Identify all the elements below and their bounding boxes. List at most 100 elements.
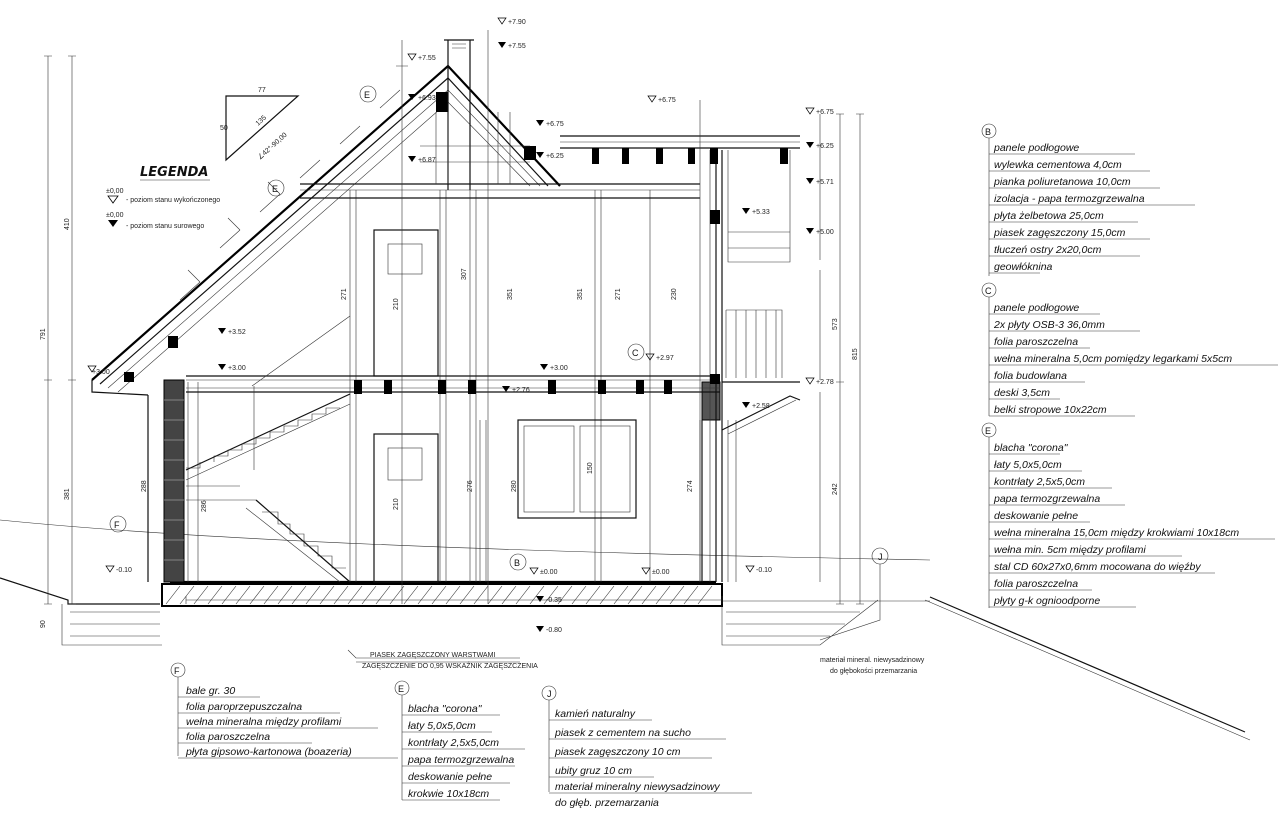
level-floor1: +3.00 <box>550 365 568 372</box>
dim-foundation: 90 <box>40 620 47 628</box>
level-zero-1: ±0.00 <box>540 569 558 576</box>
level-right-3: +5.71 <box>816 179 834 186</box>
level-zero-2: ±0.00 <box>652 569 670 576</box>
spec-c-row: 2x płyty OSB-3 36,0mm <box>993 319 1105 331</box>
dim-ground-3: 276 <box>467 480 474 492</box>
spec-e-bottom-rows: blacha "corona" łaty 5,0x5,0cm kontrłaty… <box>407 703 514 800</box>
marker-f: F <box>114 520 120 530</box>
spec-e-bottom-row: kontrłaty 2,5x5,0cm <box>408 737 499 749</box>
ground-notes: PIASEK ZAGĘSZCZONY WARSTWAMI ZAGĘSZCZENI… <box>347 649 925 675</box>
level-left-mid: +6.93 <box>418 95 436 102</box>
spec-e-row: papa termozgrzewalna <box>993 493 1100 505</box>
level-stair-2: +3.00 <box>228 365 246 372</box>
level-ridge-top: +7.90 <box>508 19 526 26</box>
dim-window-h: 150 <box>587 462 594 474</box>
spec-j-rows: kamień naturalny piasek z cementem na su… <box>554 708 720 809</box>
dim-ground-5: 280 <box>511 480 518 492</box>
spec-e-bottom-row: łaty 5,0x5,0cm <box>408 720 476 732</box>
level-floor1-low: +2.76 <box>512 387 530 394</box>
spec-c-marker: C <box>985 286 992 296</box>
spec-f-marker: F <box>174 666 180 676</box>
spec-e-rows: blacha "corona" łaty 5,0x5,0cm kontrłaty… <box>993 442 1239 607</box>
spec-b-rows: panele podłogowe wylewka cementowa 4,0cm… <box>993 142 1145 273</box>
spec-f-rows: bale gr. 30 folia paroprzepuszczalna weł… <box>185 685 352 758</box>
legend-label-raw: - poziom stanu surowego <box>126 223 204 230</box>
spec-e-bottom-marker: E <box>398 684 404 694</box>
roof <box>91 39 801 435</box>
spec-b-row: izolacja - papa termozgrzewalna <box>994 193 1145 205</box>
spec-f-row: folia paroszczelna <box>186 731 270 743</box>
spec-list-c: C panele podłogowe 2x płyty OSB-3 36,0mm… <box>981 282 1278 417</box>
terrain <box>0 519 1251 741</box>
dim-wall-5: 271 <box>615 288 622 300</box>
dim-left-upper: 410 <box>64 218 71 230</box>
spec-f-row: wełna mineralna między profilami <box>186 716 342 728</box>
level-footing: -0.80 <box>546 627 562 634</box>
spec-e-row: łaty 5,0x5,0cm <box>994 459 1062 471</box>
dim-right-lower: 242 <box>832 483 839 495</box>
slope-rise: 50 <box>220 125 228 132</box>
spec-f-row: płyta gipsowo-kartonowa (boazeria) <box>185 746 352 758</box>
slope-run: 77 <box>258 87 266 94</box>
level-mid-low: +6.25 <box>546 153 564 160</box>
spec-e-row: deskowanie pełne <box>994 510 1078 522</box>
legend-symbol-raw: ±0,00 <box>106 212 124 219</box>
dimension-lines <box>44 30 864 605</box>
spec-b-row: geowłóknina <box>994 261 1053 273</box>
dim-door-upper: 210 <box>393 298 400 310</box>
spec-j-row: piasek zagęszczony 10 cm <box>554 746 681 758</box>
spec-e-row: blacha "corona" <box>994 442 1069 454</box>
level-marks: +7.90 +7.55 +7.55 +6.93 +6.87 +6.75 +6.7… <box>87 17 834 634</box>
spec-b-row: panele podłogowe <box>993 142 1079 154</box>
spec-list-j: J kamień naturalny piasek z cementem na … <box>541 685 752 809</box>
spec-j-row: kamień naturalny <box>555 708 636 720</box>
first-floor-slab <box>186 375 720 394</box>
legend: LEGENDA ±0,00 - poziom stanu wykończoneg… <box>106 165 220 230</box>
spec-b-row: tłuczeń ostry 2x20,0cm <box>994 244 1102 256</box>
dim-right-total: 815 <box>852 348 859 360</box>
level-right-4: +5.33 <box>752 209 770 216</box>
roof-slope-triangle: 77 50 135 ∠42°-90,00 <box>220 87 300 161</box>
marker-j: J <box>878 552 883 562</box>
marker-c: C <box>632 348 639 358</box>
dim-ground-1: 288 <box>141 480 148 492</box>
dim-left-total: 791 <box>40 328 47 340</box>
section-markers: E E C F B J <box>109 85 889 641</box>
level-right-2: +6.25 <box>816 143 834 150</box>
spec-e-bottom-row: papa termozgrzewalna <box>407 754 514 766</box>
note-ground-left-1: PIASEK ZAGĘSZCZONY WARSTWAMI <box>370 652 495 659</box>
spec-e-row: płyty g-k ognioodporne <box>993 595 1100 607</box>
level-slab-low: -0.35 <box>546 597 562 604</box>
note-ground-right-2: do głębokości przemarzania <box>830 668 917 675</box>
spec-j-row: materiał mineralny niewysadzinowy <box>555 781 720 793</box>
note-ground-left-2: ZAGĘSZCZENIE DO 0,95 WSKAŹNIK ZAGĘSZCZEN… <box>362 661 538 670</box>
legend-title: LEGENDA <box>140 165 208 180</box>
spec-list-f: F bale gr. 30 folia paroprzepuszczalna w… <box>170 662 398 759</box>
dim-ground-2: 286 <box>201 500 208 512</box>
level-ground-right: -0.10 <box>756 567 772 574</box>
spec-c-row: folia budowlana <box>994 370 1067 382</box>
spec-c-row: wełna mineralna 5,0cm pomiędzy legarkami… <box>994 353 1232 365</box>
spec-f-row: bale gr. 30 <box>186 685 235 697</box>
spec-j-row: piasek z cementem na sucho <box>554 727 691 739</box>
spec-f-row: folia paroprzepuszczalna <box>186 701 302 713</box>
marker-e-attic: E <box>272 184 278 194</box>
spec-b-row: piasek zagęszczony 15,0cm <box>993 227 1126 239</box>
dim-door-lower: 210 <box>393 498 400 510</box>
level-stair-1: +3.52 <box>228 329 246 336</box>
spec-j-marker: J <box>547 689 552 699</box>
level-mid-finished: +6.75 <box>546 121 564 128</box>
note-ground-right-1: materiał mineral. niewysadzinowy <box>820 657 925 664</box>
spec-b-row: wylewka cementowa 4,0cm <box>994 159 1122 171</box>
level-floor1-c: +2.97 <box>656 355 674 362</box>
spec-b-row: płyta żelbetowa 25,0cm <box>993 210 1104 222</box>
spec-e-marker: E <box>985 426 991 436</box>
level-right-top: +6.75 <box>816 109 834 116</box>
spec-b-row: pianka poliuretanowa 10,0cm <box>993 176 1131 188</box>
foundation-slab <box>161 580 723 607</box>
dimension-numbers: 791 410 381 815 573 242 271 307 351 351 … <box>40 218 859 628</box>
spec-e-row: folia paroszczelna <box>994 578 1078 590</box>
level-balcony-low: +2.58 <box>752 403 770 410</box>
level-left-low: +6.87 <box>418 157 436 164</box>
